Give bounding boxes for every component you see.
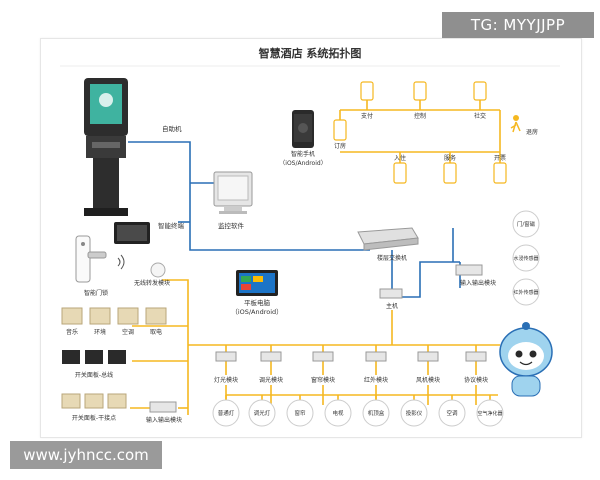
wifi-icon (117, 254, 125, 270)
flow-icons (333, 81, 507, 184)
device-projector-label: 投影仪 (406, 409, 423, 417)
switch-panel-bus-label: 开关面板-总线 (75, 371, 113, 379)
smart-terminal-icon (114, 222, 150, 244)
dry-switch-panels (61, 393, 127, 409)
flow-pay-label: 支付 (361, 112, 373, 120)
io-module-bottom-icon (149, 401, 177, 413)
panel-env-label: 环境 (94, 328, 106, 336)
watermark-bottom: www.jyhncc.com (10, 441, 162, 469)
sensor-door-icon (512, 210, 540, 238)
bus-lines (130, 100, 501, 415)
panel-ac-label: 空调 (122, 328, 134, 336)
sensor-infrared-icon (512, 278, 540, 306)
smart-lock-label: 智能门锁 (84, 289, 108, 297)
tablet-icon (236, 270, 278, 296)
network-links (128, 141, 461, 298)
flow-checkin-label: 入住 (394, 154, 406, 162)
watermark-top: TG: MYYJJPP (442, 12, 594, 38)
sensor-group: 门/窗磁 水浸传感器 红外传感器 (512, 210, 540, 306)
flow-invoice-label: 开票 (494, 155, 506, 162)
device-dim-lamp-label: 调光灯 (254, 409, 271, 417)
lock-icon (75, 235, 107, 283)
module-boxes (215, 351, 487, 362)
phone-label-2: （iOS/Android） (279, 160, 326, 167)
device-ac-label: 空调 (446, 409, 458, 417)
device-circles (212, 399, 504, 427)
tablet-label-1: 平板电脑 (244, 298, 271, 307)
bus-switch-panels (62, 350, 126, 364)
host-icon (379, 288, 403, 299)
host-label: 主机 (386, 302, 398, 310)
module-light-label: 灯光模块 (214, 376, 238, 384)
sensor-water-label: 水浸传感器 (513, 255, 538, 262)
device-curtain-label: 窗帘 (294, 409, 306, 417)
module-protocol-label: 协议模块 (464, 376, 488, 384)
panel-power-label: 取电 (150, 328, 162, 336)
checkout-person-icon (513, 115, 519, 121)
flow-social-label: 社交 (474, 112, 486, 120)
wireless-relay-label: 无线转发模块 (134, 279, 170, 287)
flow-order-label: 订房 (334, 142, 346, 150)
mascot-icon (499, 322, 553, 397)
sensor-door-label: 门/窗磁 (517, 220, 536, 228)
sensor-infrared-label: 红外传感器 (513, 289, 538, 296)
kiosk-icon (84, 78, 128, 216)
module-fan-label: 风机模块 (416, 376, 440, 384)
monitor-label: 监控软件 (218, 221, 245, 230)
monitor-icon (213, 171, 253, 214)
device-stb-label: 机顶盒 (368, 409, 385, 417)
io-module-bottom-label: 输入输出模块 (146, 416, 182, 424)
module-dimming-label: 调光模块 (259, 376, 283, 384)
tablet-label-2: （iOS/Android） (231, 308, 282, 316)
smart-terminal-label: 智能终端 (158, 221, 185, 230)
diagram-title: 智慧酒店 系统拓扑图 (259, 46, 362, 60)
scene-panels (61, 307, 167, 325)
device-air-purifier-label: 空气净化器 (477, 410, 502, 417)
floor-switch-label: 楼层交换机 (377, 254, 407, 262)
flow-service-label: 服务 (444, 154, 456, 162)
io-module-top-label: 输入输出模块 (460, 279, 496, 287)
device-tv-label: 电视 (332, 409, 344, 417)
switch-icon (357, 227, 419, 251)
panel-music-label: 音乐 (66, 328, 78, 336)
kiosk-label: 自助机 (162, 124, 182, 133)
device-lamp-label: 普通灯 (218, 409, 235, 417)
wireless-relay-icon (150, 262, 166, 278)
module-curtain-label: 窗帘模块 (311, 376, 335, 384)
flow-leave-label: 退房 (526, 128, 538, 136)
phone-icon (292, 110, 314, 148)
sensor-water-icon (512, 244, 540, 272)
checkout-person-body (510, 121, 521, 133)
module-infrared-label: 红外模块 (364, 376, 388, 384)
phone-label-1: 智能手机 (291, 150, 315, 158)
flow-control-label: 控制 (414, 112, 426, 120)
io-module-top-icon (455, 264, 483, 276)
switch-panel-dry-label: 开关面板-干接点 (72, 414, 116, 422)
